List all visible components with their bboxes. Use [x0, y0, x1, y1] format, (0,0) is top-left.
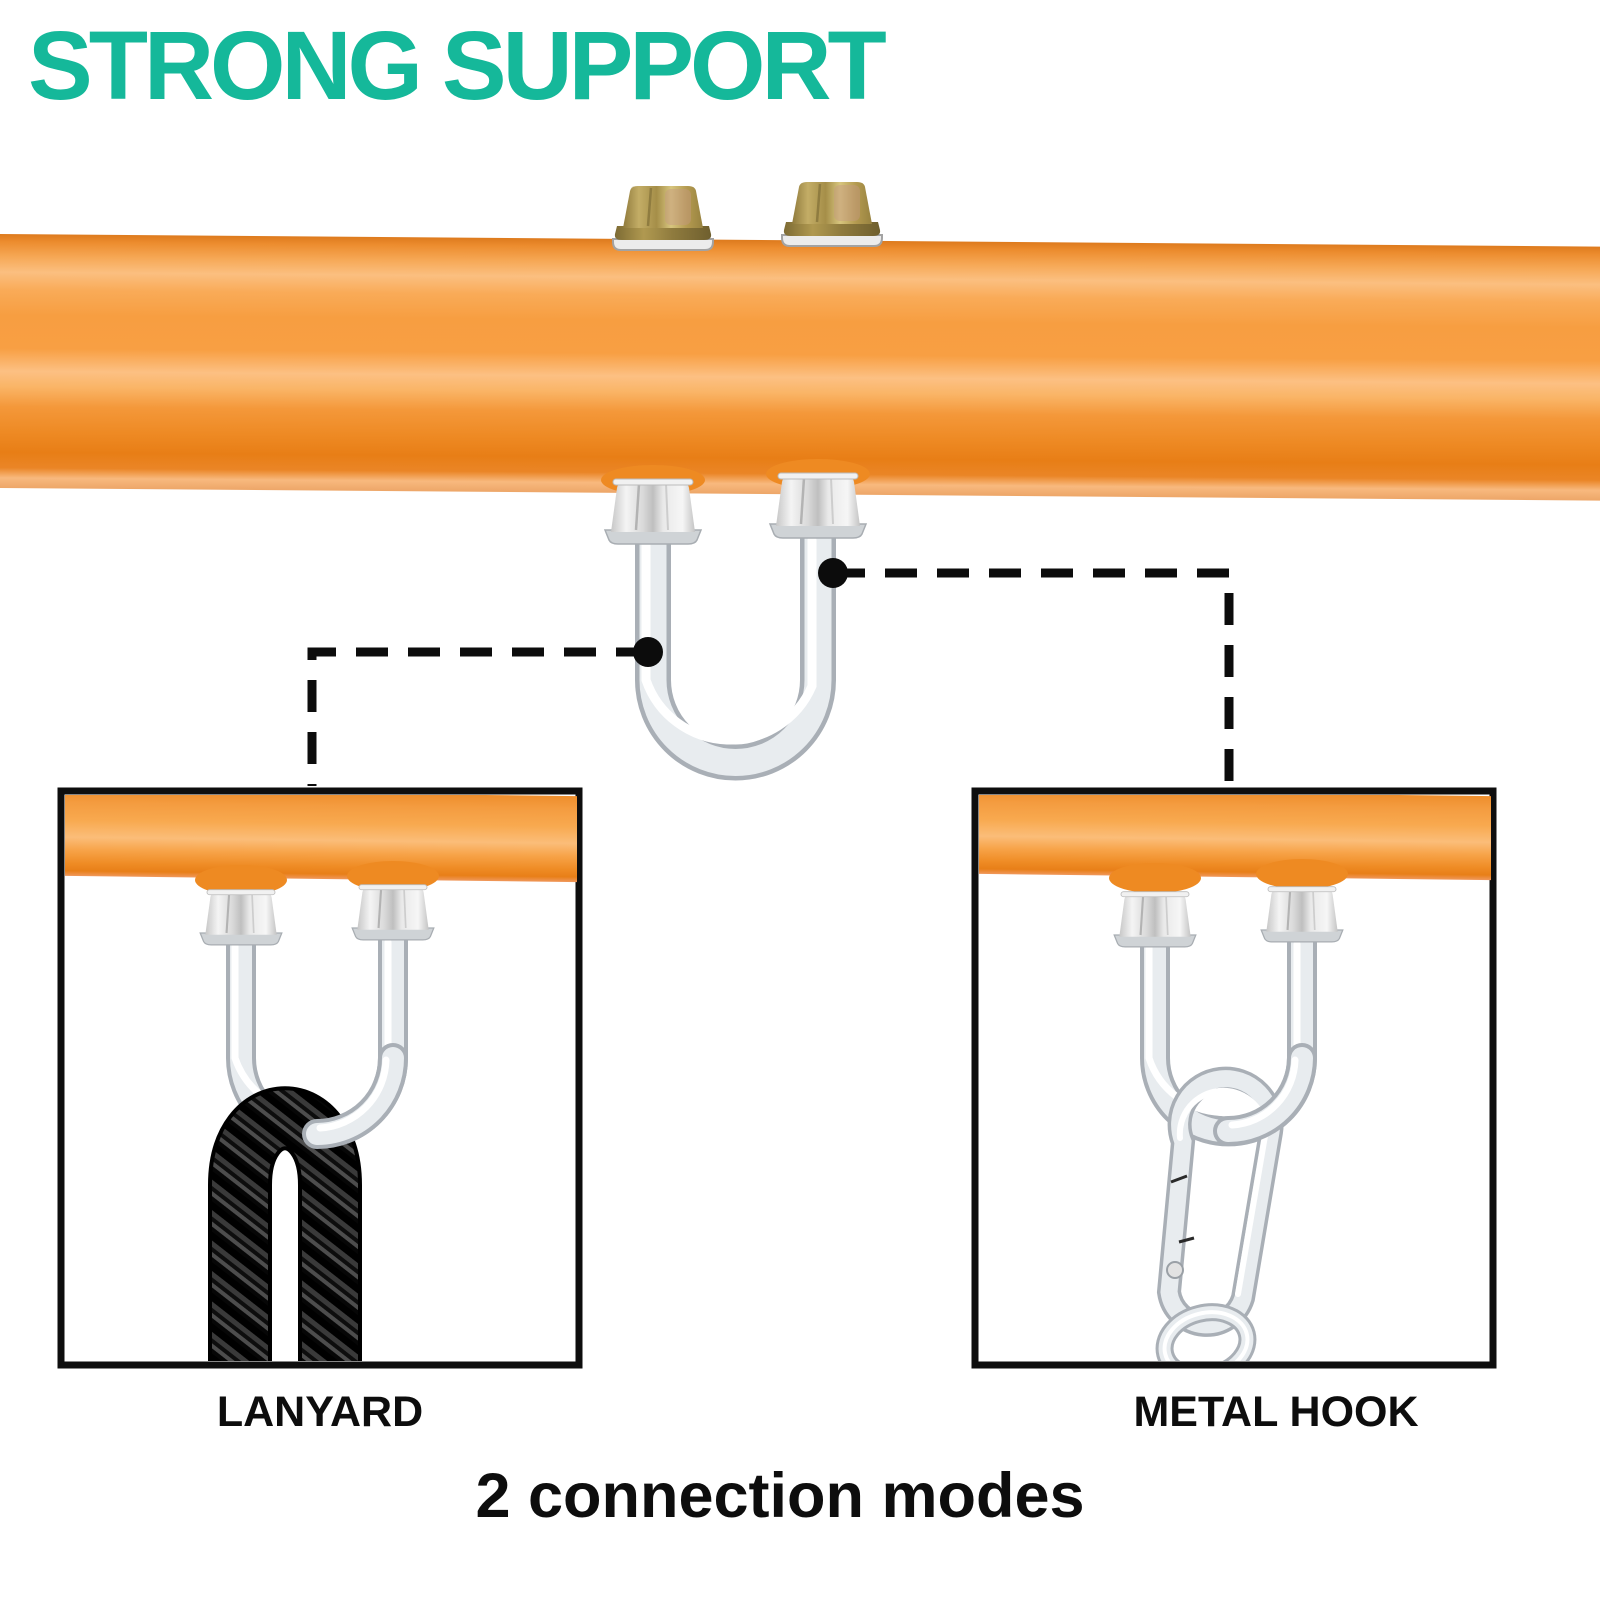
page-title: STRONG SUPPORT [28, 11, 887, 120]
inset-lanyard-scene [65, 795, 577, 1361]
inset-right-nut-right-icon [1260, 885, 1344, 943]
u-bolt-nut-left-icon [603, 477, 703, 546]
hex-bolt-top-left-icon [611, 184, 715, 252]
carabiner-bottom-link [1155, 1303, 1257, 1361]
hex-bolt-top-right-icon [780, 180, 884, 248]
lanyard-rope [208, 1086, 362, 1361]
inset-left-nut-right-icon [351, 883, 435, 941]
inset-left-nut-left-icon [199, 888, 283, 946]
inset-metal-hook-scene [979, 795, 1491, 1361]
u-bolt-nut-right-icon [768, 471, 868, 540]
main-orange-bar [0, 233, 1600, 501]
inset-left-bar [65, 795, 577, 883]
u-bolt-main [603, 471, 868, 781]
inset-right-nut-left-icon [1113, 890, 1197, 948]
inset-right-bar [979, 795, 1491, 881]
caption-connection-modes: 2 connection modes [475, 1461, 1085, 1531]
callout-dot-right [818, 558, 848, 588]
inset-label-metal-hook: METAL HOOK [1133, 1388, 1419, 1436]
callout-right [818, 558, 1234, 786]
inset-label-lanyard: LANYARD [216, 1388, 424, 1436]
callout-left [307, 637, 663, 786]
callout-dot-left [633, 637, 663, 667]
